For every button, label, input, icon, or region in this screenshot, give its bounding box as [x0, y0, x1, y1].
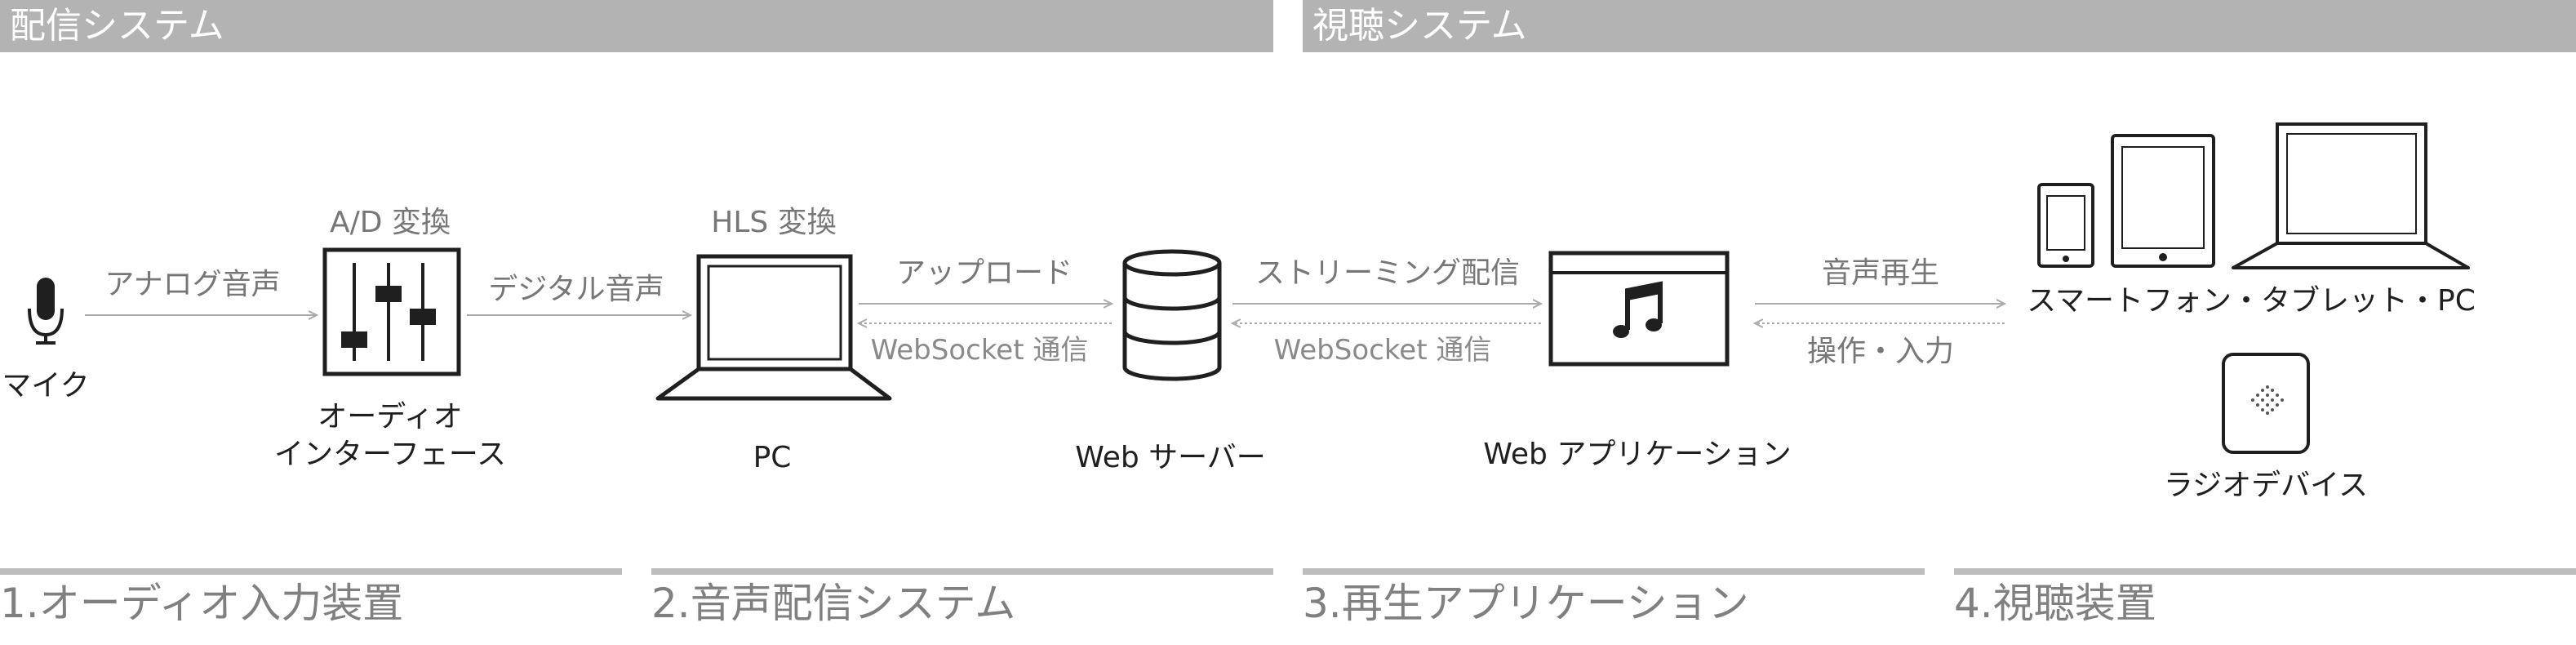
- section-title-2: 2.音声配信システム: [651, 580, 1016, 627]
- websocket2-label: WebSocket 通信: [1273, 334, 1492, 367]
- header-bar-distribution: 配信システム: [0, 0, 1273, 52]
- section-title-3: 3.再生アプリケーション: [1303, 580, 1749, 627]
- section-title-4: 4.視聴装置: [1954, 580, 2156, 627]
- audio-interface-label-2: インターフェース: [273, 438, 507, 471]
- viewer-laptop-icon: [2232, 122, 2470, 269]
- upload-label: アップロード: [895, 256, 1073, 290]
- web-app-window-icon: [1548, 251, 1730, 367]
- database-icon: [1122, 249, 1222, 381]
- header-bar-viewing: 視聴システム: [1303, 0, 2576, 52]
- digital-audio-label: デジタル音声: [488, 273, 664, 306]
- section-title-1: 1.オーディオ入力装置: [0, 580, 404, 627]
- footer-rule-1: [0, 568, 622, 575]
- mic-label: マイク: [2, 369, 90, 403]
- analog-audio-label: アナログ音声: [104, 268, 281, 301]
- devices-label: スマートフォン・タブレット・PC: [2027, 284, 2476, 318]
- web-app-label: Web アプリケーション: [1483, 438, 1792, 471]
- radio-device-icon: [2222, 353, 2310, 454]
- music-note-icon: [1613, 281, 1663, 338]
- control-label: 操作・入力: [1806, 335, 1955, 368]
- footer-rule-3: [1303, 568, 1925, 575]
- tablet-icon: [2111, 134, 2215, 268]
- web-server-label: Web サーバー: [1075, 441, 1266, 474]
- footer-rule-4: [1954, 568, 2576, 575]
- websocket1-label: WebSocket 通信: [870, 334, 1089, 367]
- audio-interface-label-1: オーディオ: [318, 400, 463, 434]
- smartphone-icon: [2037, 183, 2094, 268]
- header-title-viewing: 視聴システム: [1312, 5, 1527, 47]
- streaming-label: ストリーミング配信: [1255, 256, 1521, 290]
- hls-conversion-label: HLS 変換: [711, 206, 837, 239]
- ad-conversion-label: A/D 変換: [330, 206, 451, 239]
- header-title-distribution: 配信システム: [10, 5, 224, 47]
- footer-rule-2: [651, 568, 1273, 575]
- audio-interface-icon: [322, 247, 461, 376]
- playback-label: 音声再生: [1821, 256, 1940, 290]
- laptop-icon: [655, 254, 892, 401]
- radio-device-label: ラジオデバイス: [2163, 469, 2369, 502]
- pc-label: PC: [753, 441, 792, 474]
- microphone-icon: [28, 278, 64, 345]
